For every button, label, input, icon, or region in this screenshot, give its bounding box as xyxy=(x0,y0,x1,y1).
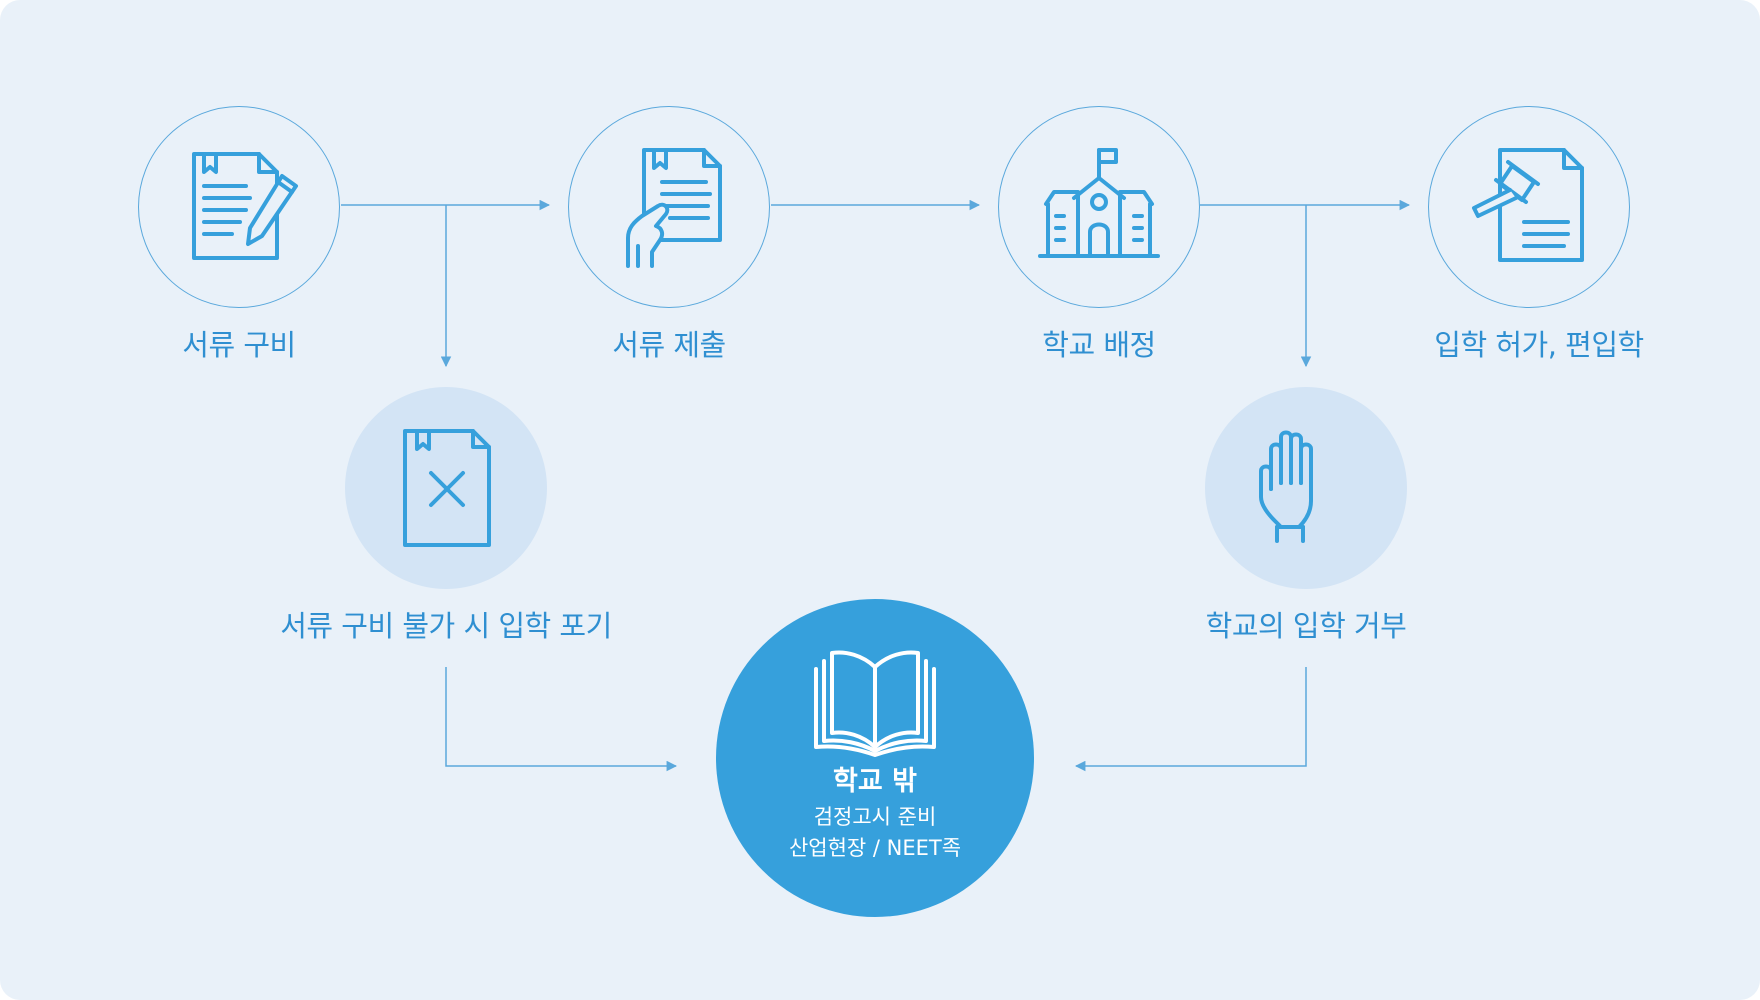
result-line-2: 산업현장 / NEET족 xyxy=(788,836,962,860)
raised-hand-icon xyxy=(1259,430,1313,543)
branch-node-refused xyxy=(1205,387,1407,589)
step-label: 서류 제출 xyxy=(612,328,726,362)
branch-label: 학교의 입학 거부 xyxy=(1205,609,1407,643)
step-label: 서류 구비 xyxy=(182,328,296,362)
step-label: 입학 허가, 편입학 xyxy=(1434,328,1644,362)
document-pen-icon xyxy=(192,152,298,260)
open-book-icon xyxy=(814,650,936,757)
step-node-admission xyxy=(1428,106,1630,308)
branch-label: 서류 구비 불가 시 입학 포기 xyxy=(280,609,612,643)
school-building-icon xyxy=(1038,148,1160,258)
hand-document-icon xyxy=(626,148,722,268)
step-node-document-submit xyxy=(568,106,770,308)
arrow-branch1-to-result xyxy=(445,667,678,772)
document-x-icon xyxy=(403,429,491,547)
step-node-document-prep xyxy=(138,106,340,308)
gavel-document-icon xyxy=(1472,148,1584,262)
step-node-school-assign xyxy=(998,106,1200,308)
step-label: 학교 배정 xyxy=(1042,328,1156,362)
result-node-out-of-school: 학교 밖 검정고시 준비 산업현장 / NEET족 xyxy=(716,599,1034,917)
arrow-branch2-to-result xyxy=(1074,667,1307,772)
branch-node-give-up xyxy=(345,387,547,589)
result-title: 학교 밖 xyxy=(833,766,917,797)
result-line-1: 검정고시 준비 xyxy=(813,805,937,829)
